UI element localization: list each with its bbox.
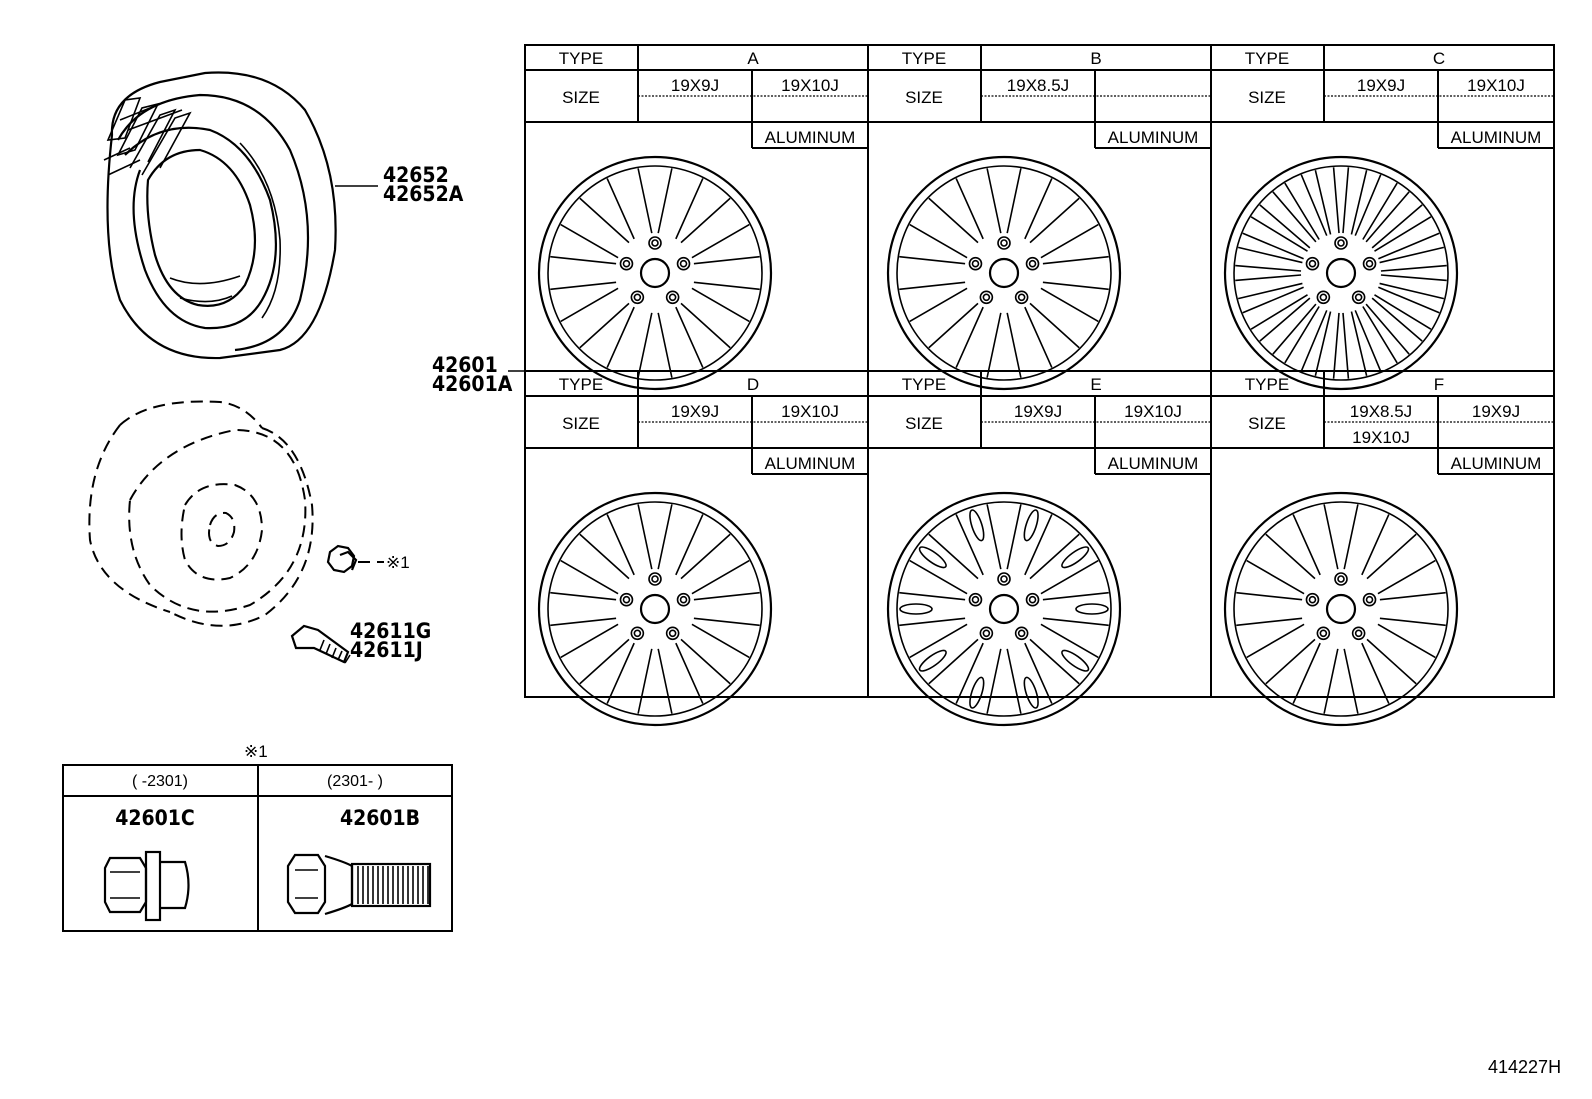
- size-value: 19X9J: [1472, 402, 1520, 421]
- wheel-type-a: TYPE A SIZE 19X9J 19X10J ALUMINUM: [525, 45, 868, 391]
- wheel-drawing-e: [886, 491, 1122, 727]
- nut-part-early: 42601C: [115, 806, 195, 830]
- material-label: ALUMINUM: [1108, 454, 1199, 473]
- acorn-nut-illustration: [103, 850, 190, 922]
- type-label: TYPE: [559, 375, 603, 394]
- material-label: ALUMINUM: [765, 128, 856, 147]
- wheel-type-f: TYPE F SIZE 19X8.5J 19X9J 19X10J ALUMINUM: [1211, 371, 1554, 727]
- size-value: 19X10J: [1124, 402, 1182, 421]
- wheel-part-number-1: 42601: [432, 353, 498, 377]
- wheel-type-b: TYPE B SIZE 19X8.5J ALUMINUM: [868, 45, 1211, 391]
- size-label: SIZE: [1248, 414, 1286, 433]
- size-value: 19X9J: [671, 402, 719, 421]
- material-label: ALUMINUM: [1108, 128, 1199, 147]
- type-code: A: [747, 49, 759, 68]
- wheel-part-number-2: 42601A: [432, 372, 513, 396]
- wheel-cells: TYPE A SIZE 19X9J 19X10J ALUMINUM TYPE B SIZE 19X…: [525, 45, 1554, 727]
- size-value: 19X10J: [1467, 76, 1525, 95]
- wheel-drawing-f: [1223, 491, 1459, 727]
- material-label: ALUMINUM: [1451, 128, 1542, 147]
- material-label: ALUMINUM: [1451, 454, 1542, 473]
- size-label: SIZE: [905, 414, 943, 433]
- size-value: 19X10J: [781, 76, 839, 95]
- valve-illustration: 42611G 42611J: [290, 619, 431, 664]
- type-label: TYPE: [902, 375, 946, 394]
- lug-nut-illustration: ※1: [326, 544, 410, 574]
- tire-part-number-1: 42652: [383, 163, 449, 187]
- nut-part-late: 42601B: [340, 806, 420, 830]
- wheel-outline-illustration: [88, 400, 314, 627]
- figure-id: 414227H: [1488, 1057, 1561, 1077]
- size-label: SIZE: [905, 88, 943, 107]
- size-label: SIZE: [562, 414, 600, 433]
- valve-part-number-1: 42611G: [350, 619, 431, 643]
- size-value: 19X10J: [781, 402, 839, 421]
- type-label: TYPE: [902, 49, 946, 68]
- size-label: SIZE: [562, 88, 600, 107]
- valve-part-number-2: 42611J: [350, 638, 423, 662]
- size-value: 19X8.5J: [1350, 402, 1412, 421]
- wheel-type-table: [524, 44, 1555, 698]
- type-code: E: [1090, 375, 1101, 394]
- size-value: 19X9J: [1357, 76, 1405, 95]
- wheel-drawing-c: [1223, 155, 1459, 391]
- type-label: TYPE: [1245, 375, 1289, 394]
- wheel-type-c: TYPE C SIZE 19X9J 19X10J ALUMINUM: [1211, 45, 1554, 391]
- wheel-type-d: TYPE D SIZE 19X9J 19X10J ALUMINUM: [525, 371, 868, 727]
- type-label: TYPE: [1245, 49, 1289, 68]
- wheel-drawing-d: [537, 491, 773, 727]
- size-value: 19X8.5J: [1007, 76, 1069, 95]
- nut-reference-mark: ※1: [386, 553, 410, 572]
- size-value: 19X9J: [671, 76, 719, 95]
- nut-table-title: ※1: [244, 742, 268, 761]
- size-value: 19X9J: [1014, 402, 1062, 421]
- nut-range-early: ( -2301): [132, 773, 188, 790]
- material-label: ALUMINUM: [765, 454, 856, 473]
- wheel-type-e: TYPE E SIZE 19X9J 19X10J ALUMINUM: [868, 371, 1211, 727]
- type-code: C: [1433, 49, 1445, 68]
- tire-part-number-2: 42652A: [383, 182, 464, 206]
- size-value: 19X10J: [1352, 428, 1410, 447]
- tire-illustration: 42652 42652A: [103, 71, 464, 360]
- size-label: SIZE: [1248, 88, 1286, 107]
- wheel-drawing-a: [537, 155, 773, 391]
- lug-bolt-illustration: [286, 853, 432, 916]
- wheel-callout: 42601 42601A: [432, 353, 526, 396]
- type-code: D: [747, 375, 759, 394]
- type-code: B: [1090, 49, 1101, 68]
- type-code: F: [1434, 375, 1444, 394]
- nut-range-late: (2301- ): [327, 773, 383, 790]
- nut-table: ※1 ( -2301) (2301- ) 42601C 42601B: [62, 742, 453, 932]
- type-label: TYPE: [559, 49, 603, 68]
- wheel-drawing-b: [886, 155, 1122, 391]
